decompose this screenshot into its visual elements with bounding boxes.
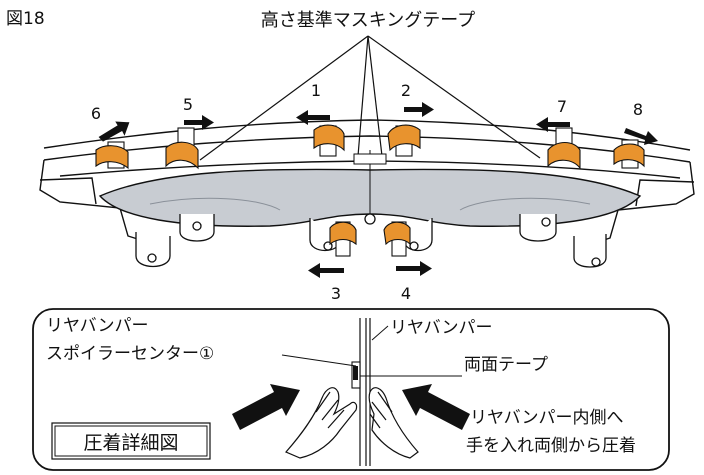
step-number: 8	[633, 100, 643, 119]
detail-title-box	[51, 422, 211, 460]
instruction-line1: リヤバンパー内側へ	[470, 408, 624, 428]
press-arrow-left	[232, 384, 300, 430]
center-marker	[353, 153, 387, 165]
spoiler-label-line1: リヤバンパー	[46, 316, 149, 336]
step-number: 5	[183, 95, 193, 114]
direction-arrows	[98, 102, 658, 278]
left-hand-icon	[285, 387, 358, 459]
detail-panel: リヤバンパー スポイラーセンター① リヤバンパー 両面テープ リヤバンパー内側へ…	[32, 308, 670, 471]
mount-tabs	[135, 213, 607, 268]
leader-lines	[199, 35, 541, 161]
bumper-label: リヤバンパー	[390, 318, 493, 338]
step-number: 7	[557, 97, 567, 116]
detail-title: 圧着詳細図	[83, 432, 178, 454]
step-numbers: 1 2 3 4 5 6 7 8	[91, 81, 643, 303]
press-arrow-right	[402, 384, 470, 430]
figure-label: 図18	[6, 9, 45, 29]
tape-label: 両面テープ	[464, 355, 548, 375]
spoiler-label-line2: スポイラーセンター①	[46, 344, 214, 364]
step-number: 3	[331, 284, 341, 303]
step-number: 2	[401, 81, 411, 100]
step-number: 6	[91, 104, 101, 123]
step-number: 4	[401, 284, 411, 303]
right-hand-icon	[368, 387, 419, 459]
step-number: 1	[311, 81, 321, 100]
instruction-line2: 手を入れ両側から圧着	[466, 436, 636, 456]
masking-tapes	[95, 124, 645, 257]
masking-tape-label: 高さ基準マスキングテープ	[261, 10, 475, 31]
